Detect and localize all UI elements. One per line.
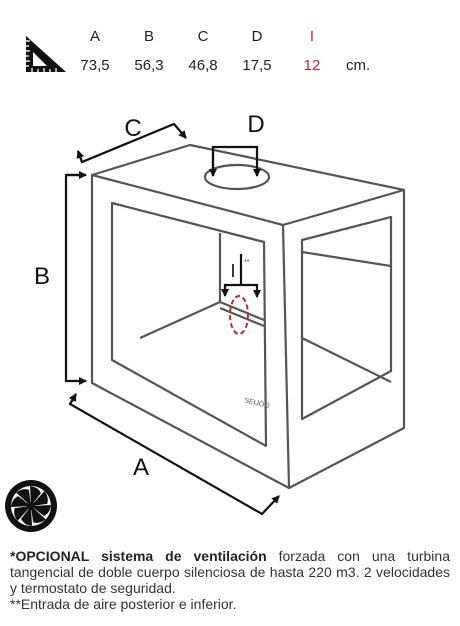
- dim-letter-c: C: [197, 28, 209, 45]
- dim-letter-a: A: [89, 28, 100, 45]
- note-optional-ventilation-bold: *OPCIONAL sistema de ventilación: [10, 548, 267, 564]
- label-i: I: [230, 261, 235, 281]
- dim-c-arrow-start-head: [76, 150, 85, 163]
- dim-value-a: 73,5: [80, 57, 110, 74]
- label-c: C: [124, 115, 141, 142]
- note-air-inlet: **Entrada de aire posterior e inferior.: [10, 596, 237, 612]
- flue-outlet: [203, 163, 271, 191]
- label-b: B: [34, 263, 50, 290]
- dim-value-c: 46,8: [188, 57, 218, 74]
- dim-a-arrow: [68, 393, 280, 516]
- right-glass-shelf-bottom: [301, 337, 392, 383]
- ventilation-note: *OPCIONAL sistema de ventilación forzada…: [10, 548, 450, 612]
- brand-logo-text: SEIJÖO: [244, 396, 271, 410]
- front-glass-opening: [110, 201, 268, 448]
- dim-i-arrow: [223, 283, 261, 298]
- right-side-outer: [288, 190, 406, 489]
- inner-floor-line: [219, 300, 265, 322]
- dim-letter-i: I: [309, 28, 315, 45]
- dim-letter-b: B: [143, 28, 154, 45]
- ventilation-fan-icon: [5, 480, 57, 532]
- inner-back-wall: [139, 233, 222, 340]
- inner-back-ledge: [219, 306, 265, 328]
- dimension-arrows: [64, 122, 280, 516]
- air-inlet-highlight: [229, 295, 249, 335]
- dim-b-arrow: [64, 173, 87, 385]
- label-d: D: [247, 111, 264, 138]
- set-square-ruler-icon: [26, 36, 66, 72]
- front-face-outer: [90, 173, 291, 490]
- unit-label: cm.: [346, 57, 371, 74]
- fireplace-dimension-diagram: SEIJÖO C D B A I **: [5, 111, 406, 532]
- label-a: A: [133, 454, 149, 481]
- dim-a-arrow-start-head: [68, 393, 77, 405]
- label-i-mark: **: [244, 259, 250, 266]
- right-glass-opening: [300, 215, 393, 421]
- dim-value-i: 12: [303, 57, 321, 74]
- note-optional-ventilation: *OPCIONAL sistema de ventilación forzada…: [10, 548, 450, 596]
- dim-value-b: 56,3: [134, 57, 164, 74]
- dim-letter-d: D: [251, 28, 263, 45]
- dim-value-d: 17,5: [242, 57, 272, 74]
- top-face: [91, 143, 406, 227]
- flue-collar: [203, 163, 271, 191]
- note-optional-ventilation-text: forzada con una turbina tangencial de do…: [10, 548, 450, 596]
- right-glass-shelf-top: [301, 250, 392, 268]
- fireplace-outline: [90, 143, 406, 490]
- dimensions-table: A B C D I 73,5 56,3 46,8 17,5 12 cm.: [0, 0, 460, 90]
